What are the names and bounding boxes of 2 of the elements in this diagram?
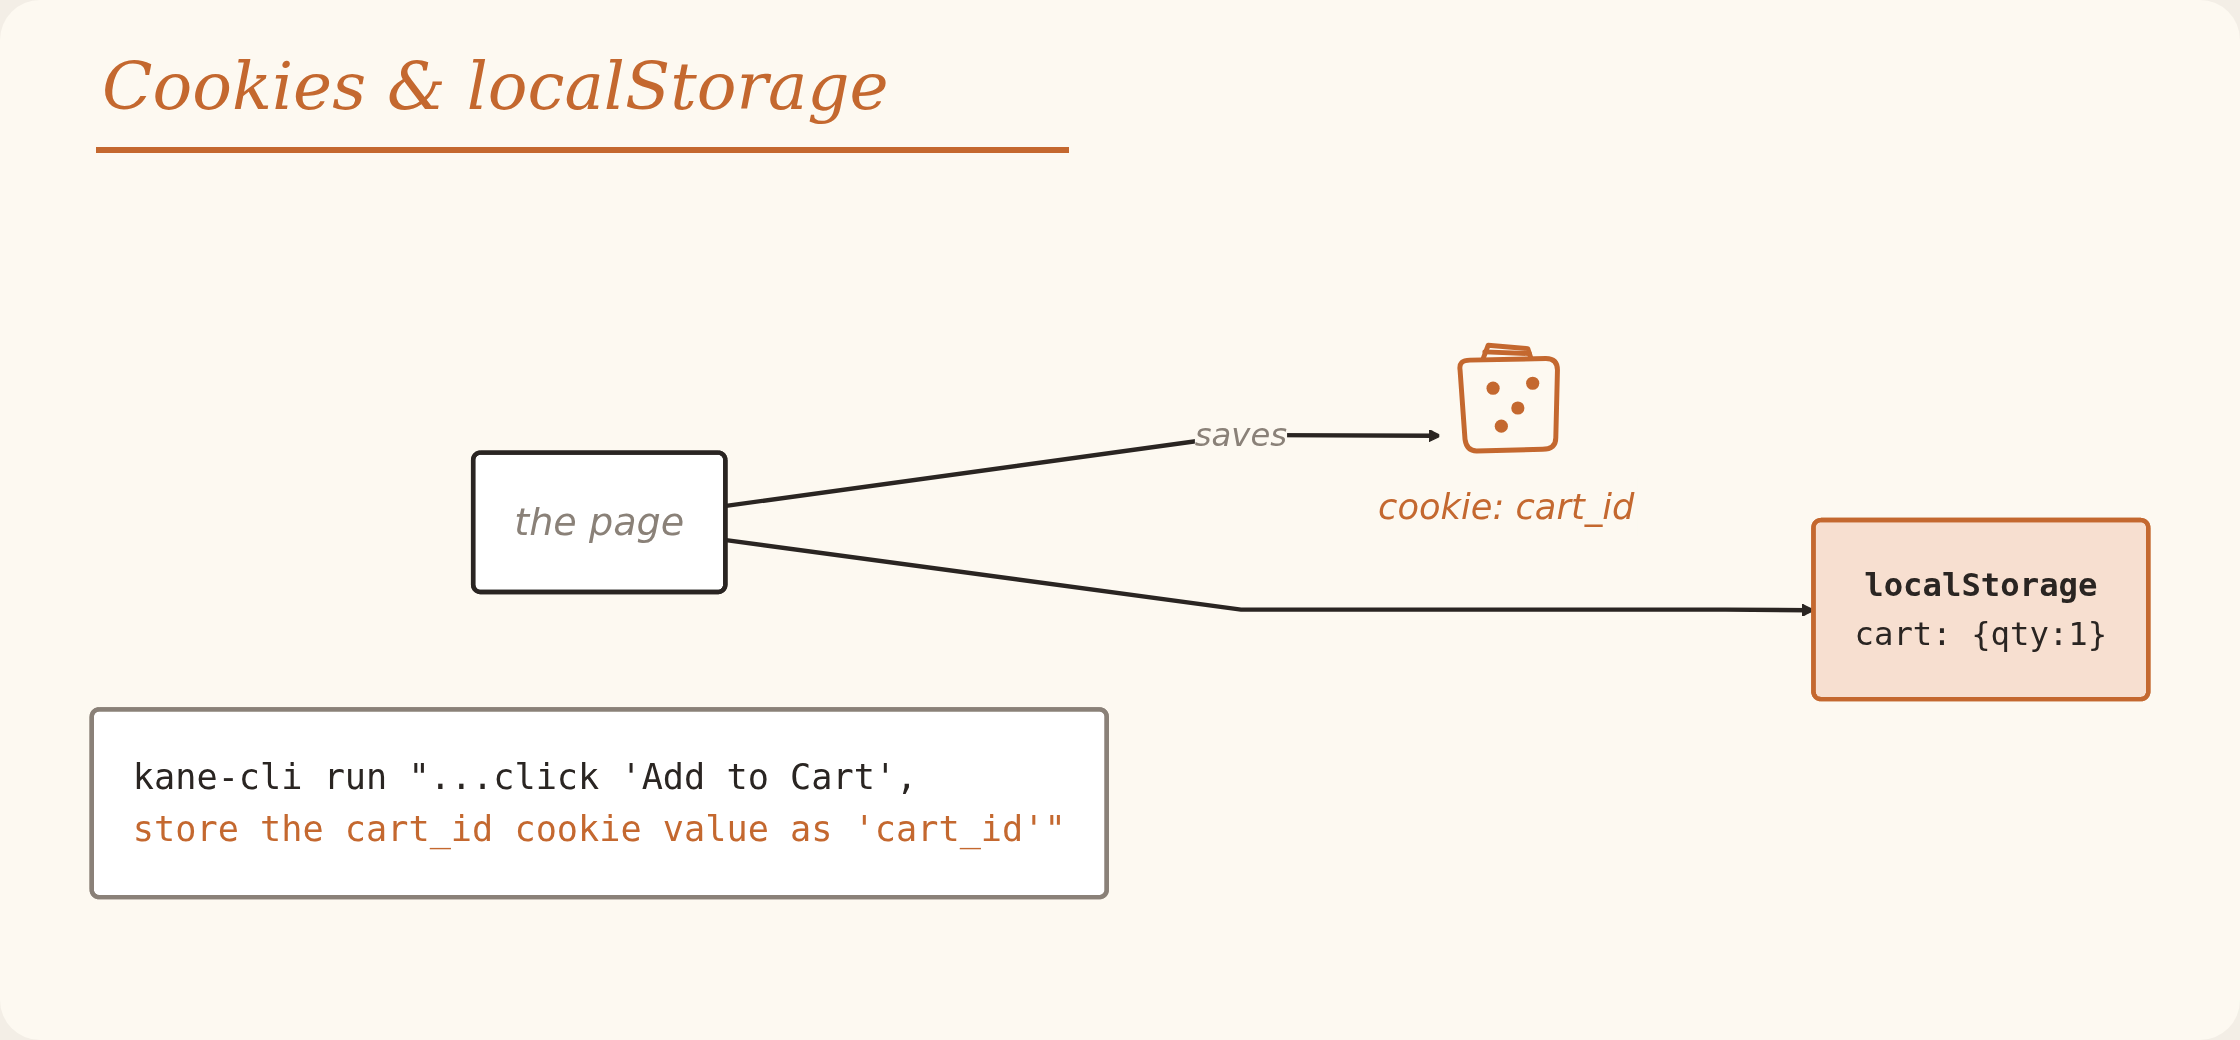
diagram-title: Cookies & localStorage	[96, 48, 1069, 153]
edge-label: saves	[1194, 416, 1288, 453]
